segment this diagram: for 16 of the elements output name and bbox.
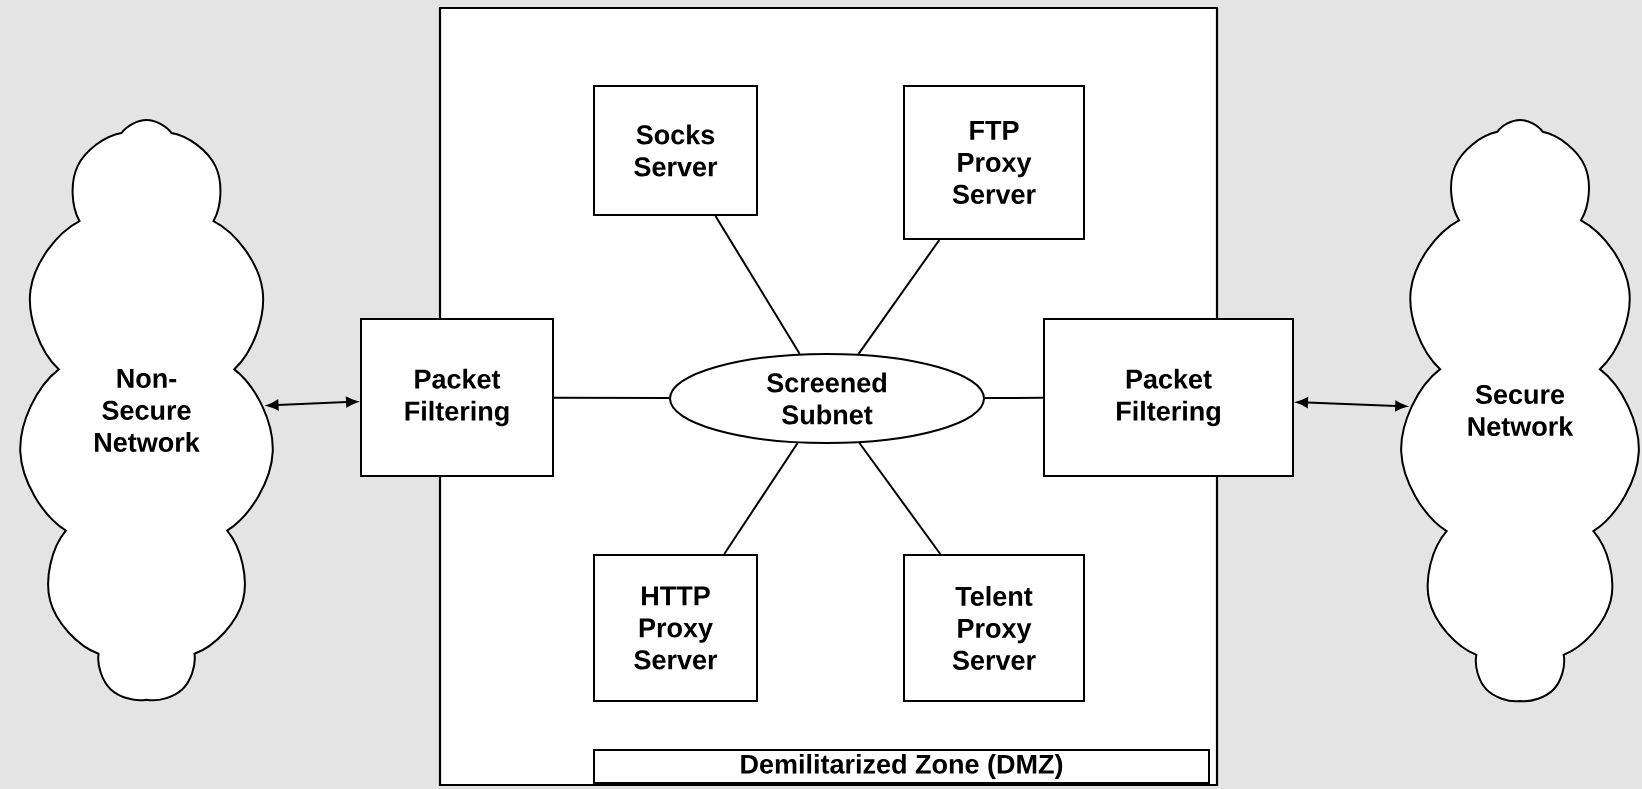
server-box: HTTP Proxy Server — [593, 554, 758, 702]
double-arrow — [267, 396, 358, 411]
network-cloud: Non- Secure Network — [19, 119, 274, 702]
server-box: Packet Filtering — [360, 318, 554, 477]
connector-line — [984, 396, 1044, 400]
server-box: FTP Proxy Server — [903, 85, 1085, 240]
network-cloud: Secure Network — [1400, 119, 1640, 703]
server-box: Socks Server — [593, 85, 758, 216]
server-box: Telent Proxy Server — [903, 554, 1085, 702]
server-box: Packet Filtering — [1043, 318, 1294, 477]
connector-line — [857, 239, 941, 355]
connector-line — [723, 442, 799, 555]
connector-line — [553, 396, 670, 400]
connector-line — [858, 442, 942, 555]
double-arrow — [1296, 397, 1407, 412]
connector-line — [714, 215, 801, 355]
